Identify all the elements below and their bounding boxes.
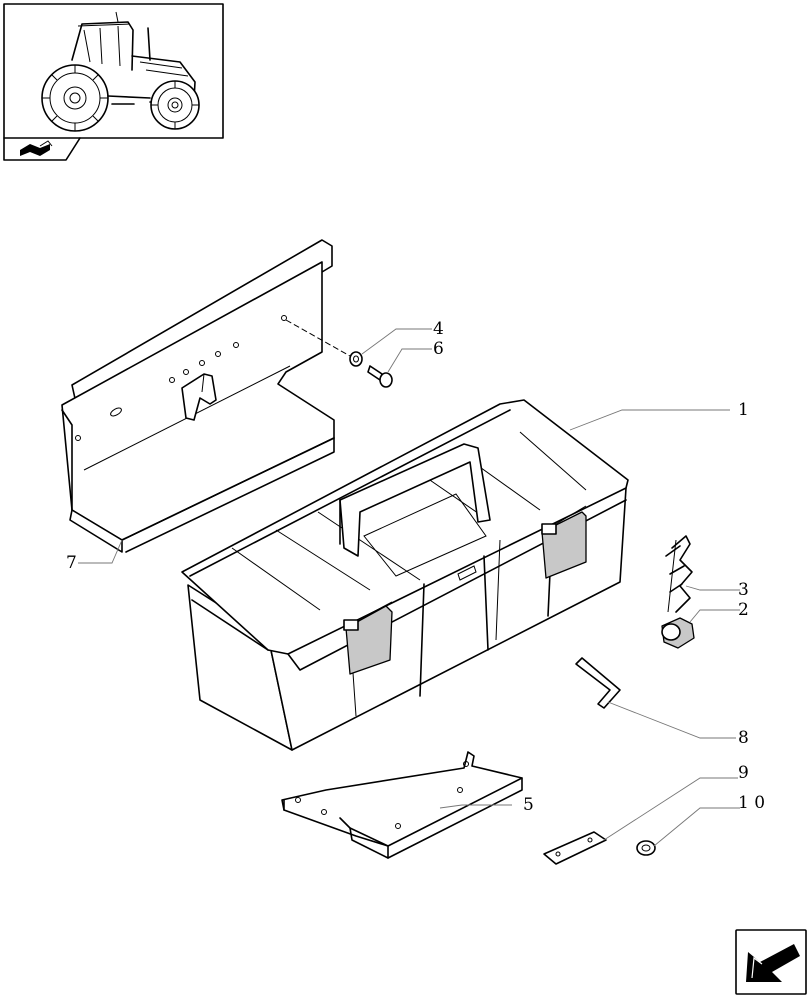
callout-9: 9 [738, 763, 749, 783]
bolt [367, 365, 393, 388]
thumbnail-frame [3, 3, 224, 139]
callout-labels: 1 2 3 4 5 6 7 8 9 1 0 [66, 319, 765, 815]
cap [661, 617, 695, 649]
callout-2: 2 [738, 600, 749, 620]
allen-key [575, 657, 621, 709]
key-clip [665, 535, 693, 613]
callout-1: 1 [738, 400, 749, 420]
next-page-arrow-icon[interactable] [735, 929, 807, 995]
callout-7: 7 [66, 553, 77, 573]
book-arrow-icon [20, 140, 53, 156]
tool-box [181, 399, 629, 751]
support-plate [281, 751, 523, 859]
bracket-holes [75, 315, 287, 441]
washer [349, 351, 363, 367]
callout-10: 1 0 [738, 793, 765, 813]
leader-lines [78, 328, 740, 847]
callout-6: 6 [433, 339, 444, 359]
small-plate [543, 831, 607, 865]
latch-right [541, 505, 587, 579]
callout-8: 8 [738, 728, 749, 748]
ring [636, 840, 656, 856]
callout-5: 5 [523, 795, 534, 815]
callout-3: 3 [738, 580, 749, 600]
latch-left [343, 601, 393, 675]
tractor-thumbnail [3, 3, 224, 161]
tractor-thumbnail-icon [41, 11, 200, 132]
mounting-bracket [61, 239, 351, 553]
callout-4: 4 [433, 319, 444, 339]
